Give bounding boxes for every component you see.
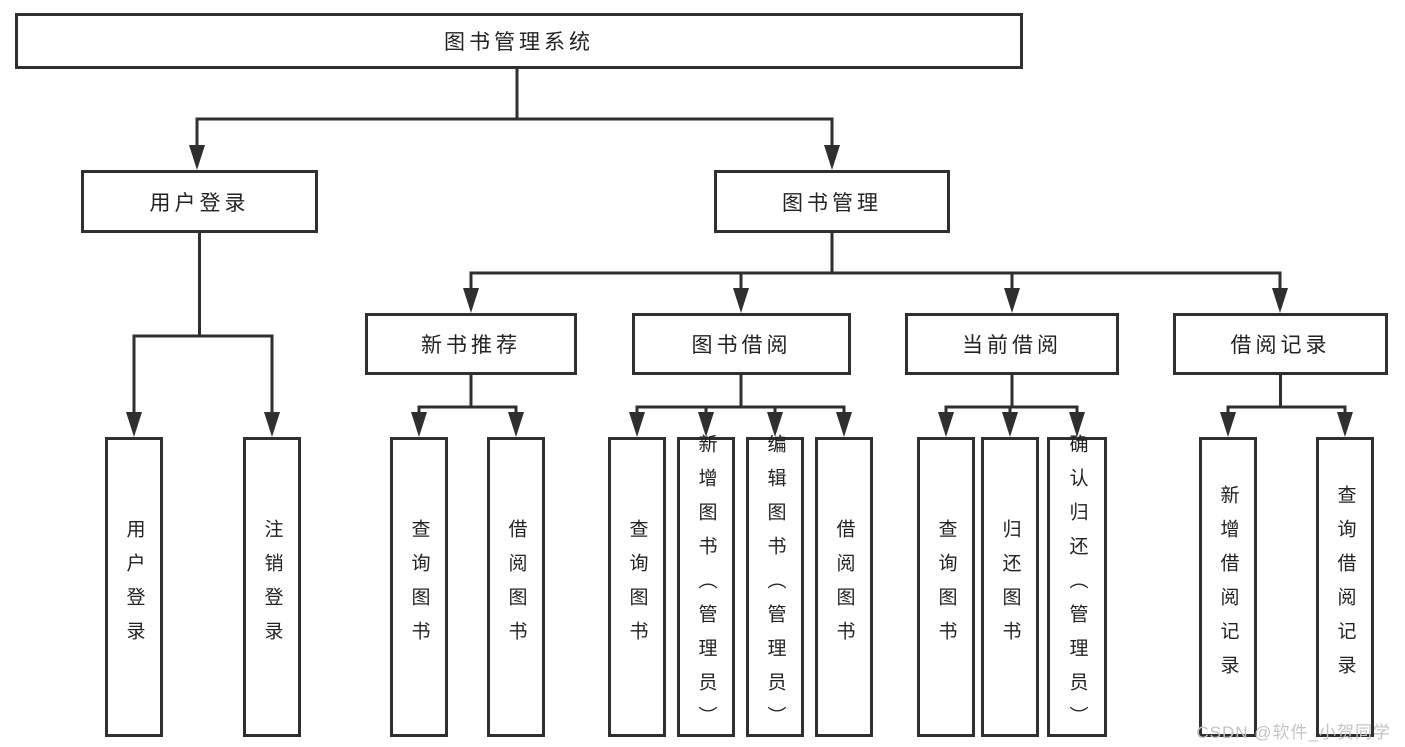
- node-current-borrow: 当前借阅: [905, 313, 1119, 375]
- node-root: 图书管理系统: [15, 13, 1023, 69]
- node-label: 图书借阅: [691, 334, 792, 357]
- node-label: 借阅记录: [1230, 334, 1331, 357]
- leaf-query-borrow-record: 查询借阅记录: [1316, 437, 1374, 737]
- node-label: 编辑图书（管理员）: [764, 434, 786, 740]
- leaf-logout: 注销登录: [243, 437, 301, 737]
- arrowheads: [126, 145, 1353, 437]
- node-new-book-recommend: 新书推荐: [365, 313, 577, 375]
- node-user-login: 用户登录: [81, 170, 318, 233]
- node-label: 查询图书: [626, 519, 648, 655]
- node-label: 图书管理系统: [444, 31, 594, 54]
- leaf-edit-book-admin: 编辑图书（管理员）: [746, 434, 804, 740]
- leaf-query-book-current: 查询图书: [917, 437, 975, 737]
- node-label: 图书管理: [782, 191, 882, 215]
- node-label: 查询图书: [935, 519, 957, 655]
- node-label: 查询借阅记录: [1334, 485, 1356, 689]
- leaf-borrow-book-recommend: 借阅图书: [487, 437, 545, 737]
- node-label: 确认归还（管理员）: [1066, 434, 1088, 740]
- leaf-return-book: 归还图书: [981, 437, 1039, 737]
- leaf-add-book-admin: 新增图书（管理员）: [677, 434, 735, 740]
- node-label: 新增借阅记录: [1217, 485, 1239, 689]
- leaf-query-book-recommend: 查询图书: [390, 437, 448, 737]
- leaf-add-borrow-record: 新增借阅记录: [1199, 437, 1257, 737]
- leaf-query-book-borrow: 查询图书: [608, 437, 666, 737]
- node-borrow-record: 借阅记录: [1173, 313, 1388, 375]
- node-book-borrow: 图书借阅: [632, 313, 851, 375]
- node-label: 用户登录: [123, 519, 145, 655]
- node-label: 归还图书: [999, 519, 1021, 655]
- watermark: CSDN @软件_小贺同学: [1196, 723, 1391, 742]
- node-book-management: 图书管理: [714, 170, 950, 233]
- node-label: 注销登录: [261, 519, 283, 655]
- node-label: 用户登录: [149, 191, 250, 215]
- node-label: 新增图书（管理员）: [695, 434, 717, 740]
- leaf-user-login: 用户登录: [105, 437, 163, 737]
- node-label: 借阅图书: [833, 519, 855, 655]
- node-label: 新书推荐: [421, 334, 521, 357]
- leaf-confirm-return-admin: 确认归还（管理员）: [1047, 434, 1107, 740]
- leaf-borrow-book: 借阅图书: [815, 437, 873, 737]
- node-label: 当前借阅: [962, 334, 1062, 357]
- node-label: 借阅图书: [505, 519, 527, 655]
- node-label: 查询图书: [408, 519, 430, 655]
